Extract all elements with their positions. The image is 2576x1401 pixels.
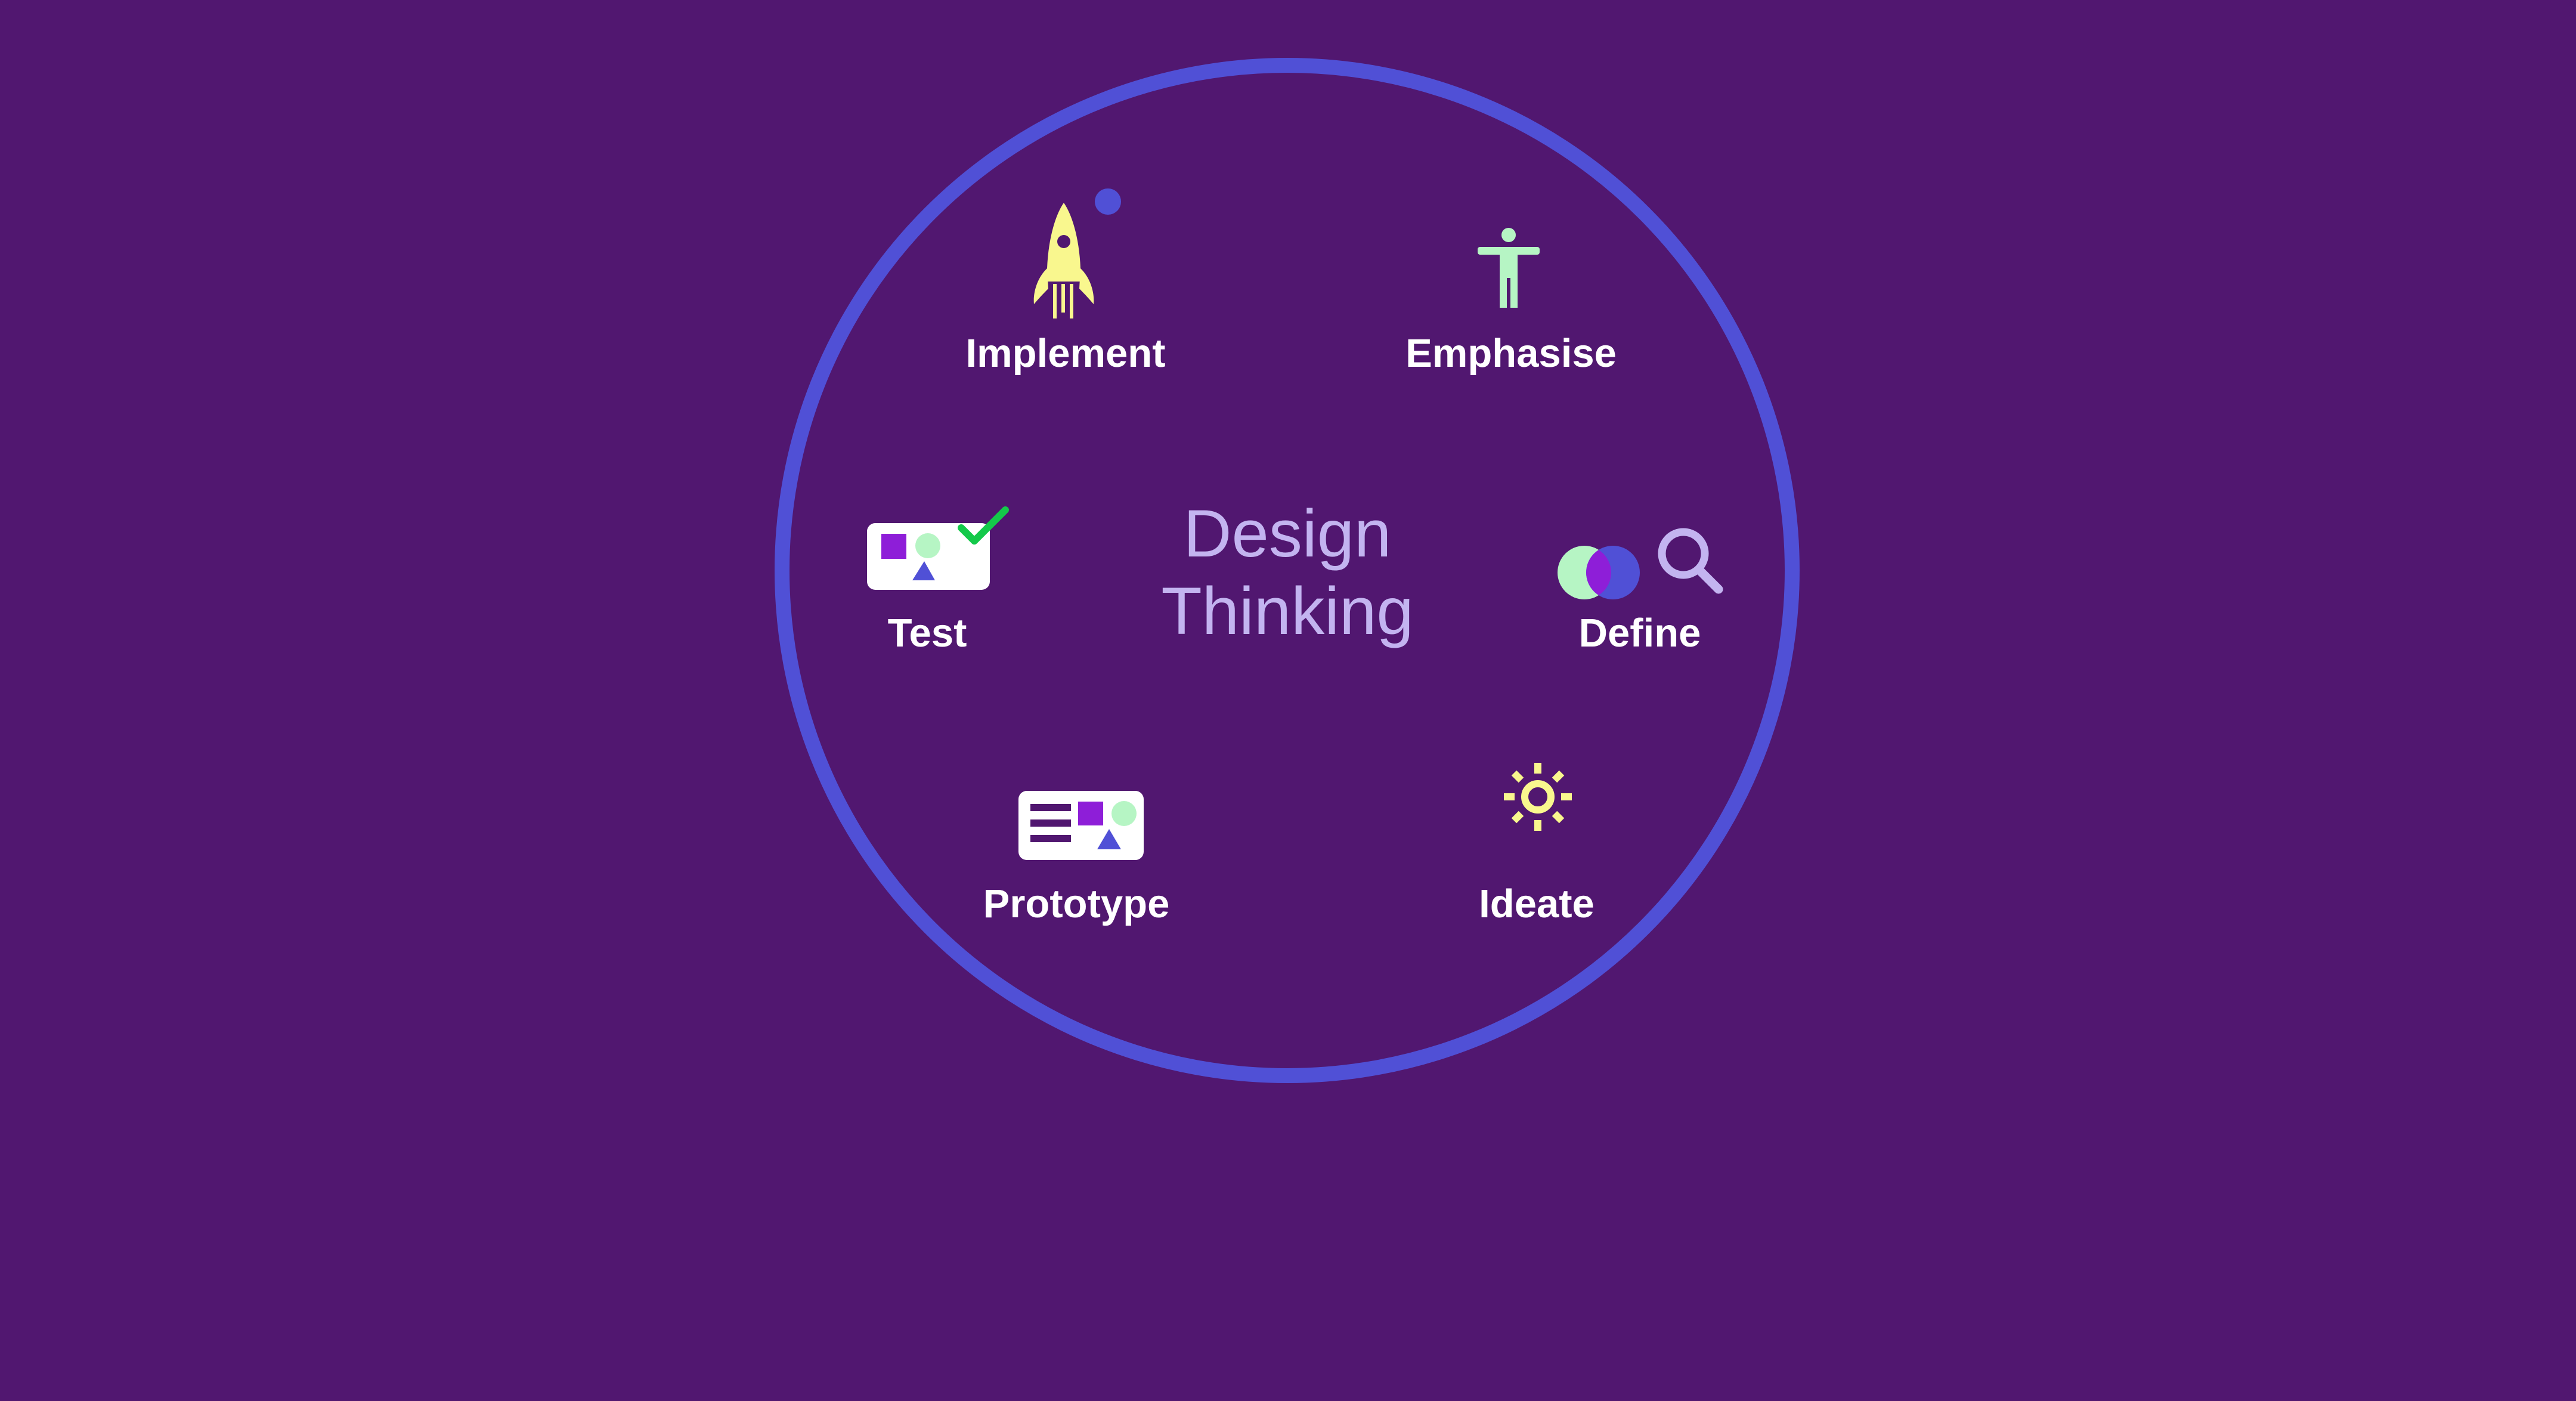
stage-label-implement: Implement [965, 331, 1166, 376]
center-title-line2: Thinking [1161, 574, 1414, 648]
test-card-icon [867, 506, 1009, 590]
stage-label-prototype: Prototype [983, 882, 1170, 926]
stage-label-define: Define [1578, 611, 1701, 655]
venn-magnifier-icon [1558, 528, 1723, 599]
stage-label-emphasise: Emphasise [1405, 331, 1617, 376]
center-title-line1: Design [1183, 496, 1392, 571]
stage-label-ideate: Ideate [1479, 882, 1594, 926]
sun-icon [1504, 763, 1572, 831]
rocket-icon [1033, 188, 1121, 318]
center-title: Design Thinking [1161, 495, 1413, 650]
person-icon [1478, 228, 1540, 308]
stage-label-test: Test [887, 611, 967, 655]
prototype-card-icon [1018, 791, 1144, 860]
